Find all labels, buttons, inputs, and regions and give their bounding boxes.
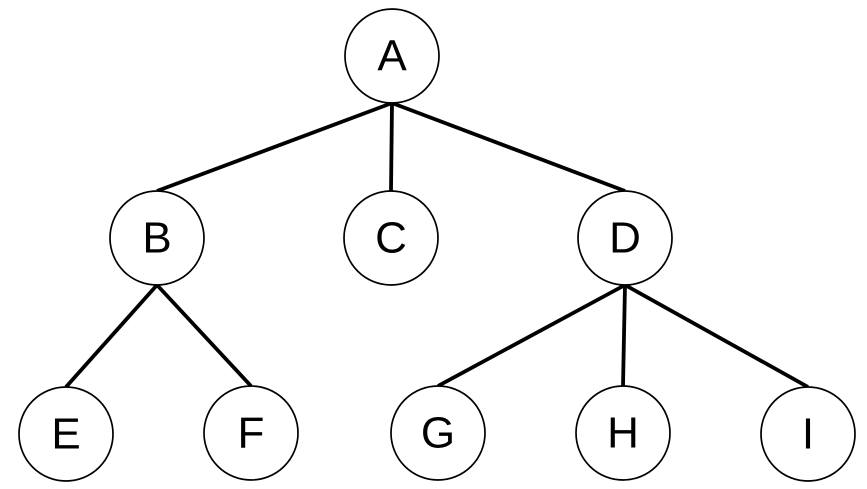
node-label-G: G bbox=[421, 409, 455, 458]
node-label-H: H bbox=[607, 409, 639, 458]
node-circle-B bbox=[109, 190, 205, 286]
node-circle-F bbox=[203, 385, 299, 481]
tree-node-B: B bbox=[109, 190, 205, 286]
tree-node-E: E bbox=[18, 386, 114, 482]
node-circle-D bbox=[577, 190, 673, 286]
node-circle-I bbox=[760, 386, 856, 482]
tree-edge-A-C bbox=[389, 102, 394, 192]
tree-edge-D-G bbox=[437, 283, 626, 388]
tree-node-D: D bbox=[577, 190, 673, 286]
node-label-E: E bbox=[51, 410, 80, 459]
node-label-C: C bbox=[375, 214, 407, 263]
node-circle-C bbox=[343, 190, 439, 286]
tree-edge-A-B bbox=[156, 101, 393, 193]
node-label-F: F bbox=[238, 409, 265, 458]
node-circle-G bbox=[390, 385, 486, 481]
node-label-I: I bbox=[802, 410, 814, 459]
node-label-A: A bbox=[377, 32, 407, 81]
tree-node-I: I bbox=[760, 386, 856, 482]
tree-node-G: G bbox=[390, 385, 486, 481]
tree-edge-D-H bbox=[621, 284, 627, 387]
tree-node-F: F bbox=[203, 385, 299, 481]
tree-node-A: A bbox=[344, 8, 440, 104]
node-circle-E bbox=[18, 386, 114, 482]
tree-edge-A-D bbox=[391, 101, 626, 193]
node-label-B: B bbox=[142, 214, 171, 263]
node-circle-A bbox=[344, 8, 440, 104]
tree-edge-B-F bbox=[155, 283, 253, 388]
tree-edge-B-E bbox=[64, 283, 159, 389]
tree-edge-D-I bbox=[624, 283, 809, 389]
tree-node-H: H bbox=[575, 385, 671, 481]
tree-node-C: C bbox=[343, 190, 439, 286]
node-circle-H bbox=[575, 385, 671, 481]
node-label-D: D bbox=[609, 214, 641, 263]
